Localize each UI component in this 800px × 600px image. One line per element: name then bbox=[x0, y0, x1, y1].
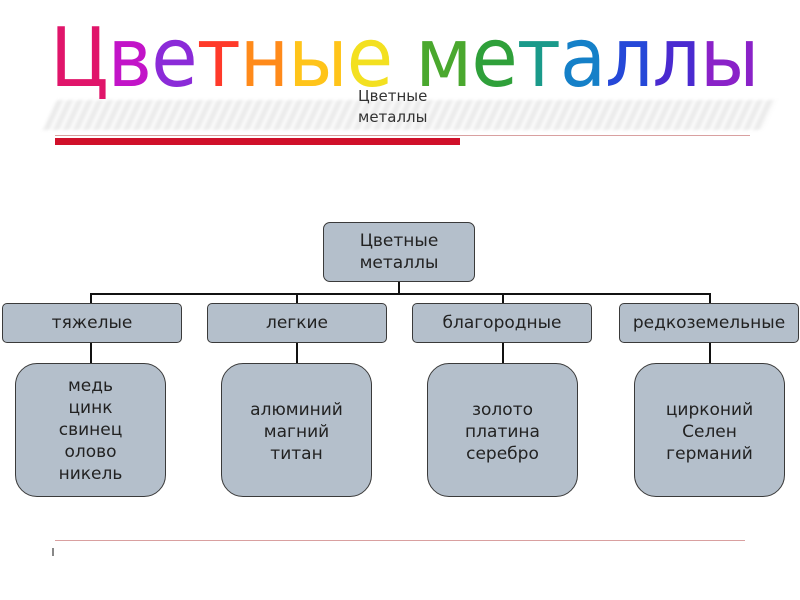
root-node: Цветные металлы bbox=[323, 222, 475, 282]
category-label: благородные bbox=[442, 313, 562, 333]
connector-leaf-4 bbox=[709, 343, 711, 363]
metal-item: олово bbox=[64, 442, 117, 462]
title-sublabel: Цветные металлы bbox=[358, 86, 428, 128]
metal-item: золото bbox=[471, 400, 533, 420]
leaf-heavy: медь цинк свинец олово никель bbox=[15, 363, 166, 497]
metal-item: медь bbox=[67, 376, 114, 396]
bottom-divider bbox=[55, 540, 745, 541]
title-letter: т bbox=[196, 11, 241, 106]
category-noble: благородные bbox=[412, 303, 592, 343]
metal-item: титан bbox=[270, 444, 323, 464]
leaf-rare-earth: цирконий Селен германий bbox=[634, 363, 785, 497]
title-letter: ы bbox=[699, 11, 760, 106]
root-node-line: металлы bbox=[359, 253, 439, 273]
category-label: легкие bbox=[265, 313, 329, 333]
leaf-noble: золото платина серебро bbox=[427, 363, 578, 497]
metal-item: цинк bbox=[68, 398, 113, 418]
top-divider bbox=[55, 135, 750, 136]
connector-leaf-2 bbox=[296, 343, 298, 363]
title-letter: л bbox=[605, 11, 653, 106]
metal-item: алюминий bbox=[250, 400, 343, 420]
connector-root-down bbox=[398, 282, 400, 294]
metal-item: Селен bbox=[682, 422, 737, 442]
connector-leaf-1 bbox=[90, 343, 92, 363]
title-letter: Ц bbox=[50, 11, 109, 106]
connector-cat-3 bbox=[502, 293, 504, 303]
metal-item: платина bbox=[465, 422, 540, 442]
metal-item: свинец bbox=[58, 420, 123, 440]
title-letter: ы bbox=[288, 11, 348, 106]
page-title: Цветные металлы bbox=[50, 11, 760, 106]
title-letter: н bbox=[239, 11, 289, 106]
title-area: Цветные металлы bbox=[43, 11, 777, 130]
title-letter: е bbox=[471, 11, 517, 106]
connector-cat-1 bbox=[90, 293, 92, 303]
title-sublabel-line: Цветные bbox=[358, 87, 428, 105]
corner-mark bbox=[52, 548, 54, 556]
accent-bar bbox=[55, 138, 460, 145]
title-letter: т bbox=[516, 11, 561, 106]
metal-item: никель bbox=[58, 464, 123, 484]
connector-leaf-3 bbox=[502, 343, 504, 363]
connector-horizontal bbox=[90, 293, 710, 295]
connector-cat-2 bbox=[296, 293, 298, 303]
title-letter: в bbox=[107, 11, 152, 106]
title-letter: м bbox=[415, 11, 472, 106]
category-rare-earth: редкоземельные bbox=[619, 303, 799, 343]
leaf-light: алюминий магний титан bbox=[221, 363, 372, 497]
title-letter: а bbox=[559, 11, 606, 106]
title-letter: е bbox=[151, 11, 197, 106]
connector-cat-4 bbox=[709, 293, 711, 303]
category-heavy: тяжелые bbox=[2, 303, 182, 343]
root-node-line: Цветные bbox=[359, 231, 439, 251]
metal-item: германий bbox=[666, 444, 753, 464]
title-letter: л bbox=[652, 11, 701, 106]
metal-item: серебро bbox=[466, 444, 539, 464]
metal-item: магний bbox=[263, 422, 330, 442]
category-light: легкие bbox=[207, 303, 387, 343]
category-label: тяжелые bbox=[51, 313, 133, 333]
title-letter: е bbox=[346, 11, 393, 106]
metal-item: цирконий bbox=[665, 400, 754, 420]
category-label: редкоземельные bbox=[632, 313, 786, 333]
title-sublabel-line: металлы bbox=[358, 108, 428, 126]
